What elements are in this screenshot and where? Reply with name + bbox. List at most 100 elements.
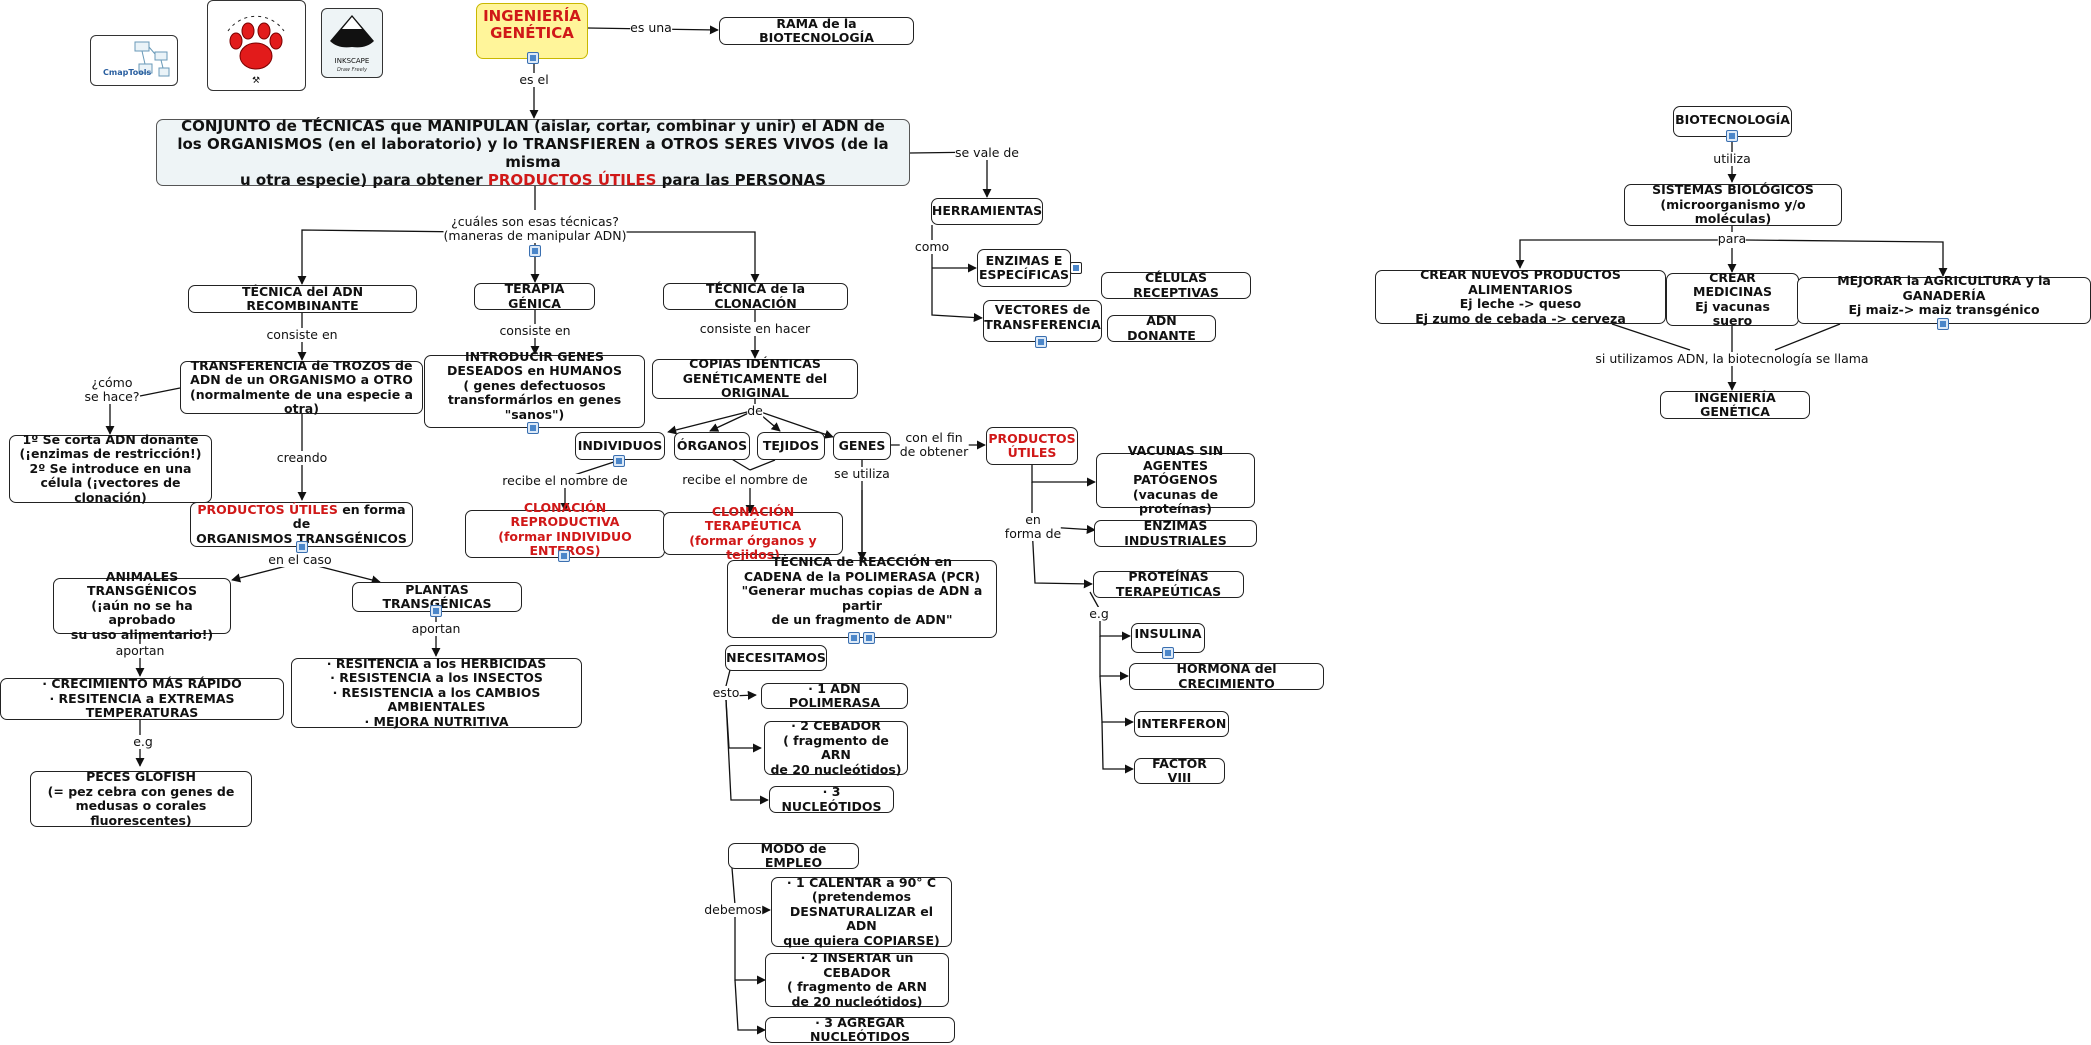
document-resource-icon[interactable] — [296, 541, 308, 553]
node-crear-medicinas[interactable]: CREAR MEDICINAS Ej vacunas suero — [1666, 270, 1799, 328]
link-label: recibe el nombre de — [502, 473, 628, 488]
node-vacunas[interactable]: VACUNAS SIN AGENTES PATÓGENOS (vacunas d… — [1096, 444, 1255, 516]
node-rama-biotecnologia[interactable]: RAMA de la BIOTECNOLOGÍA — [719, 16, 914, 45]
image-resource-icon[interactable] — [1162, 647, 1174, 659]
node-productos-transgenicos-text: PRODUCTOS ÚTILES en forma de ORGANISMOS … — [195, 501, 408, 547]
node-hormona[interactable]: HORMONA del CRECIMIENTO — [1129, 661, 1324, 690]
link-label: es el — [519, 72, 549, 87]
node-adn-donante-text: ADN DONANTE — [1127, 313, 1196, 343]
node-vacunas-text: VACUNAS SIN AGENTES PATÓGENOS (vacunas d… — [1127, 443, 1224, 517]
node-modo-empleo[interactable]: MODO de EMPLEO — [728, 840, 859, 870]
node-n3-text: · 3 NUCLEÓTIDOS — [781, 784, 882, 814]
inkscape-label: INKSCAPE — [334, 57, 370, 65]
node-animales-transgenicos[interactable]: ANIMALES TRANSGÉNICOS (¡aún no se ha apr… — [53, 569, 231, 641]
paw-print-icon: ⚒ — [227, 15, 285, 86]
node-transferencia-trozos[interactable]: TRANSFERENCIA de TROZOS de ADN de un ORG… — [180, 357, 423, 416]
node-crear-alimentos[interactable]: CREAR NUEVOS PRODUCTOS ALIMENTARIOS Ej l… — [1375, 267, 1666, 325]
node-mejorar-agricultura[interactable]: MEJORAR la AGRICULTURA y la GANADERÍA Ej… — [1797, 274, 2091, 324]
node-tecnica-clonacion[interactable]: TÉCNICA de la CLONACIÓN — [663, 281, 848, 310]
node-cebador[interactable]: · 2 CEBADOR ( fragmento de ARN de 20 nuc… — [764, 718, 908, 776]
document-resource-icon[interactable] — [863, 632, 875, 644]
node-ingenieria-genetica[interactable]: INGENIERÍA GENÉTICA — [476, 3, 588, 59]
link-label: consiste en hacer — [699, 321, 811, 336]
node-proteinas-terapeuticas[interactable]: PROTEÍNAS TERAPEÚTICAS — [1093, 569, 1244, 598]
node-insertar-cebador[interactable]: · 2 INSERTAR un CEBADOR ( fragmento de A… — [765, 950, 949, 1008]
node-crecimiento[interactable]: · CRECIMIENTO MÁS RÁPIDO · RESITENCIA a … — [0, 676, 284, 721]
node-peces-glofish[interactable]: PECES GLOFISH (= pez cebra con genes de … — [30, 769, 252, 827]
node-pasos-text: 1º Se corta ADN donante (¡enzimas de res… — [19, 431, 202, 505]
link-label: e.g — [133, 734, 153, 749]
link-label: en el caso — [268, 552, 332, 567]
node-pasos-adn[interactable]: 1º Se corta ADN donante (¡enzimas de res… — [9, 431, 212, 505]
node-biotec-text: BIOTECNOLOGÍA — [1675, 111, 1790, 127]
image-resource-icon[interactable] — [529, 245, 541, 257]
node-adn-polimerasa[interactable]: · 1 ADN POLIMERASA — [761, 681, 908, 710]
image-resource-icon[interactable] — [613, 455, 625, 467]
node-clonacion-terapeutica[interactable]: CLONACIÓN TERAPÉUTICA (formar órganos y … — [663, 504, 843, 562]
node-enzimas-industriales[interactable]: ENZIMAS INDUSTRIALES — [1094, 518, 1257, 547]
node-vectores-text: VECTORES de TRANSFERENCIA — [984, 302, 1101, 332]
node-conjunto-tecnicas[interactable]: CONJUNTO de TÉCNICAS que MANIPULAN (aisl… — [156, 117, 910, 189]
image-resource-icon[interactable] — [430, 605, 442, 617]
node-necesitamos[interactable]: NECESITAMOS — [725, 645, 827, 671]
node-productos-utiles-text: PRODUCTOS ÚTILES — [988, 430, 1076, 460]
link-label: aportan — [115, 643, 165, 658]
node-pcr[interactable]: TÉCNICA de REACCIÓN en CADENA de la POLI… — [727, 555, 997, 638]
link-label: en forma de — [1004, 512, 1062, 541]
image-resource-icon[interactable] — [1726, 130, 1738, 142]
node-sistemas-biologicos[interactable]: SISTEMAS BIOLÓGICOS (microorganismo y/o … — [1624, 182, 1842, 227]
node-celulas-receptivas[interactable]: CÉLULAS RECEPTIVAS — [1101, 270, 1251, 299]
inkscape-icon — [330, 15, 374, 48]
node-interferon[interactable]: INTERFERON — [1134, 711, 1229, 737]
node-introducir-genes[interactable]: INTRODUCIR GENES DESEADOS en HUMANOS ( g… — [424, 349, 645, 428]
node-adn-donante[interactable]: ADN DONANTE — [1107, 313, 1216, 343]
node-crecimiento-text: · CRECIMIENTO MÁS RÁPIDO · RESITENCIA a … — [42, 676, 242, 721]
image-resource-icon[interactable] — [1937, 318, 1949, 330]
cmaptools-label: CmapTools — [103, 68, 152, 77]
node-factor-text: FACTOR VIII — [1152, 755, 1207, 785]
link-label: si utilizamos ADN, la biotecnología se l… — [1595, 351, 1869, 366]
image-resource-icon[interactable] — [527, 422, 539, 434]
node-m1-text: · 1 CALENTAR a 90° C (pretendemos DESNAT… — [783, 874, 940, 948]
node-nucleotidos[interactable]: · 3 NUCLEÓTIDOS — [769, 784, 894, 814]
link-label: se utiliza — [834, 466, 890, 481]
link-label: de — [747, 403, 763, 418]
cmaptools-logo: CmapTools — [90, 35, 178, 86]
node-interferon-text: INTERFERON — [1136, 715, 1227, 731]
image-resource-icon[interactable] — [558, 550, 570, 562]
node-terapia-genica[interactable]: TERAPIA GÉNICA — [474, 281, 595, 310]
node-organos[interactable]: ÓRGANOS — [674, 432, 750, 460]
link-label: ¿cómo se hace? — [84, 375, 140, 404]
image-resource-icon[interactable] — [848, 632, 860, 644]
node-agregar-nucleotidos[interactable]: · 3 AGREGAR NUCLEÓTIDOS — [765, 1015, 955, 1044]
link-label: creando — [276, 450, 328, 465]
node-tecnica-adn-recombinante[interactable]: TÉCNICA del ADN RECOMBINANTE — [188, 284, 417, 313]
link-label: como — [914, 239, 950, 254]
inkscape-logo: INKSCAPE Draw Freely — [321, 8, 383, 78]
node-sistemas-text: SISTEMAS BIOLÓGICOS (microorganismo y/o … — [1652, 182, 1814, 227]
cmaptools-icon — [134, 41, 170, 77]
node-resistencias[interactable]: · RESITENCIA a los HERBICIDAS · RESISTEN… — [291, 656, 582, 728]
link-label: debemos — [704, 902, 762, 917]
node-copias-identicas[interactable]: COPIAS IDÉNTICAS GENÉTICAMENTE del ORIGI… — [652, 356, 858, 401]
node-herramientas[interactable]: HERRAMIENTAS — [931, 198, 1043, 225]
node-transferencia-text: TRANSFERENCIA de TROZOS de ADN de un ORG… — [190, 357, 413, 416]
node-factor-viii[interactable]: FACTOR VIII — [1134, 755, 1225, 785]
node-calentar[interactable]: · 1 CALENTAR a 90° C (pretendemos DESNAT… — [771, 874, 952, 948]
node-modo-text: MODO de EMPLEO — [760, 840, 827, 870]
node-copias-text: COPIAS IDÉNTICAS GENÉTICAMENTE del ORIGI… — [682, 356, 828, 401]
node-tejidos[interactable]: TEJIDOS — [757, 432, 825, 460]
image-resource-icon[interactable] — [1035, 336, 1047, 348]
maestro-naturales-logo: ⚒ — [207, 0, 306, 91]
node-enzimas[interactable]: ENZIMAS E ESPECÍFICAS — [977, 249, 1071, 287]
node-productos-utiles[interactable]: PRODUCTOS ÚTILES — [986, 427, 1078, 465]
productos-transgenicos-rest: en forma de ORGANISMOS TRANSGÉNICOS — [196, 501, 407, 546]
node-ingenieria-genetica-2[interactable]: INGENIERÍA GENÉTICA — [1660, 390, 1810, 419]
link-label: utiliza — [1713, 151, 1751, 166]
link-resource-icon[interactable] — [1070, 262, 1082, 274]
node-pcr-text: TÉCNICA de REACCIÓN en CADENA de la POLI… — [741, 554, 983, 628]
node-tejidos-text: TEJIDOS — [762, 437, 820, 453]
node-genes[interactable]: GENES — [833, 432, 891, 460]
image-resource-icon[interactable] — [527, 52, 539, 64]
productos-transgenicos-red: PRODUCTOS ÚTILES — [197, 501, 338, 517]
